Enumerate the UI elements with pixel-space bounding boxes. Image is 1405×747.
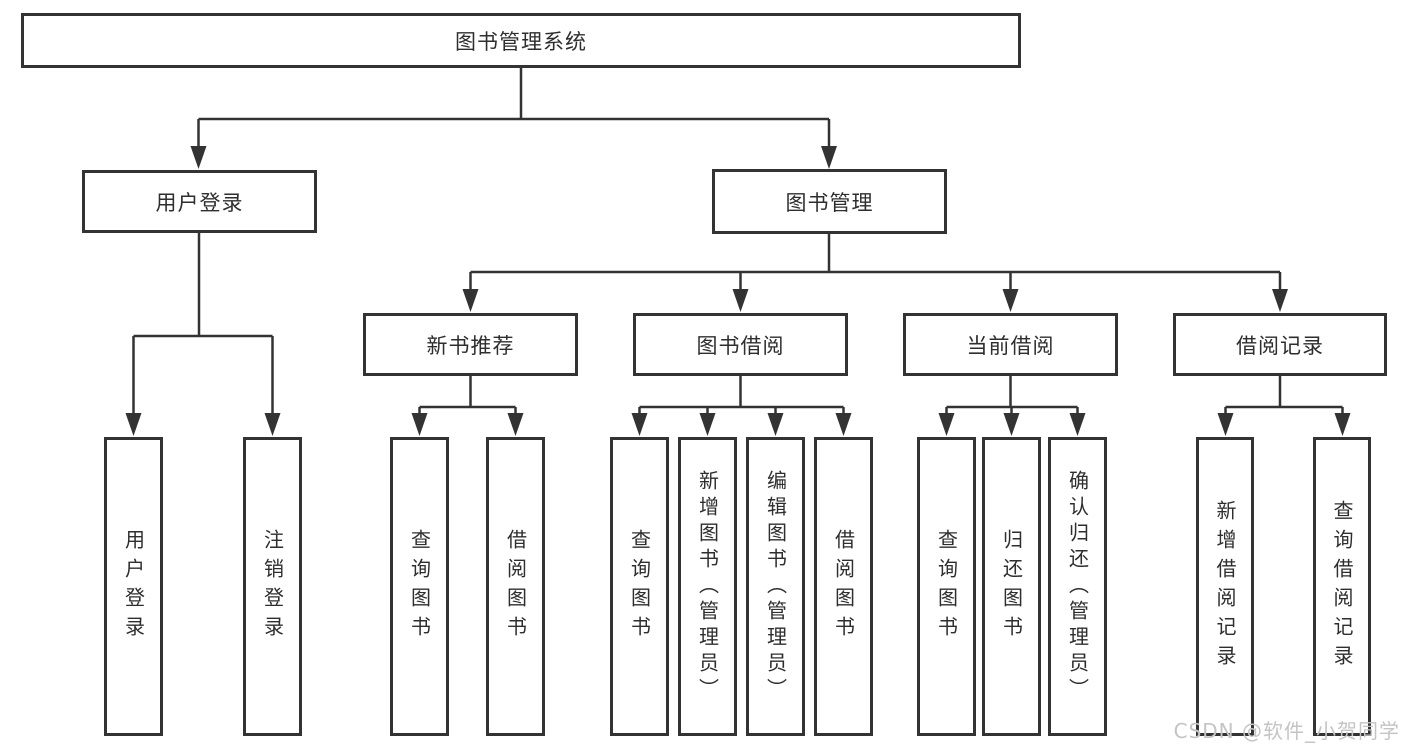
arrowhead — [767, 413, 784, 436]
leaf-borrow-books: 借阅图书 — [814, 437, 873, 736]
root-node-library-management-system: 图书管理系统 — [21, 13, 1021, 68]
arrowhead — [1272, 289, 1288, 312]
connector-borrow-record-children — [1224, 376, 1344, 426]
node-label: 图书借阅 — [696, 333, 785, 358]
arrowhead — [732, 289, 749, 312]
arrowhead — [699, 413, 716, 436]
connector-current-borrow-children — [945, 376, 1079, 426]
node-current-borrow: 当前借阅 — [903, 313, 1118, 376]
node-label: 图书管理 — [785, 190, 874, 215]
leaf-query-borrow-record: 查询借阅记录 — [1313, 437, 1371, 736]
node-label: 当前借阅 — [966, 333, 1055, 358]
root-node-label: 图书管理系统 — [455, 29, 587, 54]
leaf-label: 查询图书 — [407, 528, 432, 645]
arrowhead — [125, 413, 142, 436]
arrowhead — [835, 413, 852, 436]
leaf-label: 查询借阅记录 — [1330, 499, 1354, 674]
leaf-label: 编辑图书（管理员） — [763, 469, 788, 704]
arrowhead — [1003, 413, 1020, 436]
arrowhead — [1002, 289, 1019, 312]
node-new-book-recommend: 新书推荐 — [363, 313, 578, 376]
leaf-label: 确认归还（管理员） — [1065, 469, 1090, 704]
leaf-confirm-return-admin: 确认归还（管理员） — [1048, 437, 1107, 736]
node-user-login: 用户登录 — [82, 170, 317, 233]
arrowhead — [1334, 413, 1351, 436]
leaf-add-borrow-record: 新增借阅记录 — [1196, 437, 1254, 736]
leaf-borrow-books-recommend: 借阅图书 — [486, 437, 545, 736]
leaf-label: 查询图书 — [627, 528, 652, 645]
arrowhead — [1217, 413, 1234, 436]
leaf-logout: 注销登录 — [243, 437, 302, 736]
node-book-borrow: 图书借阅 — [633, 313, 848, 376]
leaf-label: 归还图书 — [999, 528, 1024, 645]
connector-new-book-children — [418, 376, 517, 426]
leaf-label: 借阅图书 — [831, 528, 856, 645]
arrowhead — [462, 289, 479, 312]
leaf-label: 查询图书 — [934, 528, 959, 645]
arrowhead — [821, 146, 837, 169]
leaf-edit-books-admin: 编辑图书（管理员） — [746, 437, 805, 736]
csdn-watermark: CSDN @软件_小贺同学 — [1173, 719, 1400, 743]
leaf-user-login: 用户登录 — [104, 437, 163, 736]
node-label: 新书推荐 — [426, 333, 515, 358]
leaf-label: 借阅图书 — [503, 528, 528, 645]
connector-book-borrow-children — [638, 376, 845, 426]
node-book-management: 图书管理 — [712, 169, 947, 234]
node-label: 用户登录 — [155, 190, 244, 215]
leaf-query-books-current: 查询图书 — [917, 437, 976, 736]
connector-user-login-children — [132, 233, 274, 424]
leaf-label: 用户登录 — [121, 528, 146, 645]
arrowhead — [507, 413, 524, 436]
arrowhead — [411, 413, 428, 436]
leaf-label: 新增图书（管理员） — [695, 469, 720, 704]
connector-book-mgmt-children — [469, 234, 1282, 301]
leaf-query-books: 查询图书 — [610, 437, 669, 736]
leaf-add-books-admin: 新增图书（管理员） — [678, 437, 737, 736]
arrowhead — [264, 413, 281, 436]
arrowhead — [190, 146, 207, 169]
arrowhead — [631, 413, 648, 436]
node-borrow-records: 借阅记录 — [1173, 313, 1387, 376]
node-label: 借阅记录 — [1236, 333, 1324, 358]
leaf-query-books-recommend: 查询图书 — [390, 437, 449, 736]
leaf-return-books: 归还图书 — [982, 437, 1041, 736]
arrowhead — [1069, 413, 1086, 436]
arrowhead — [938, 413, 955, 436]
connector-root-to-level2 — [197, 68, 831, 158]
leaf-label: 注销登录 — [260, 528, 285, 645]
leaf-label: 新增借阅记录 — [1213, 499, 1237, 674]
